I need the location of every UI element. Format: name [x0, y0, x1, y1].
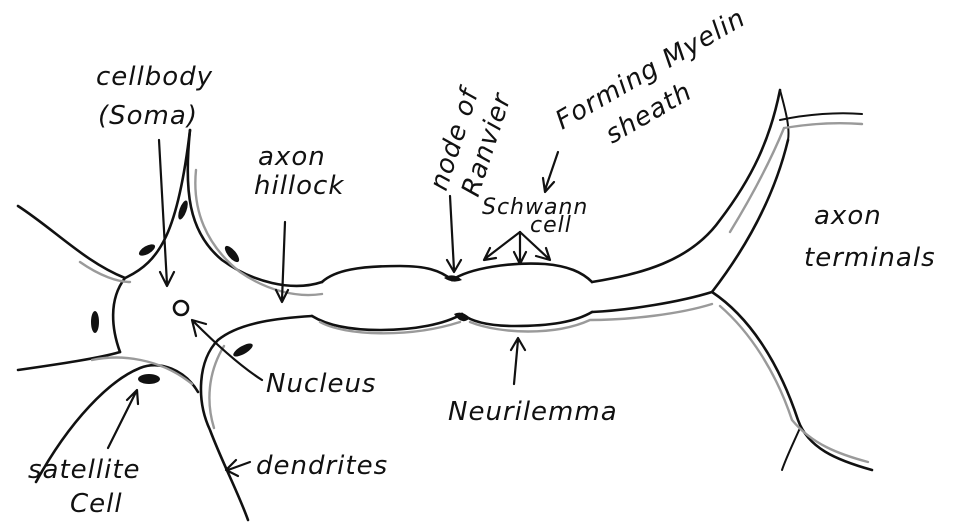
- label-axon-terminals-line2: terminals: [804, 243, 936, 273]
- soma-lower-edge: [201, 316, 312, 520]
- node-of-ranvier-bottom-mark: [454, 313, 470, 322]
- arrow-neurilemma: [511, 338, 525, 384]
- label-axon-terminals-line1: axon: [814, 201, 882, 231]
- shade-lower-terminal: [720, 306, 868, 462]
- label-cellbody-line2: (Soma): [98, 101, 198, 131]
- satellite-nucleus-5: [231, 341, 254, 359]
- label-nucleus: Nucleus: [266, 369, 376, 399]
- arrow-satellite: [108, 390, 138, 448]
- shade-soma-lower: [209, 346, 224, 428]
- lower-terminal-twig: [782, 428, 800, 470]
- myelin-segment-2-bottom: [462, 312, 592, 326]
- shade-dendrite-upper: [80, 262, 130, 282]
- label-cellbody-line1: cellbody: [96, 62, 213, 92]
- label-satellite-line1: satellite: [28, 455, 141, 485]
- dendrite-left-stub: [18, 352, 120, 370]
- label-axon-hillock-line1: axon: [258, 142, 326, 172]
- soma-nucleus: [174, 301, 188, 315]
- label-axon-hillock-line2: hillock: [254, 171, 344, 201]
- dendrite-upper-left: [18, 130, 190, 278]
- shade-axon-bottom-2: [470, 304, 712, 332]
- arrow-node-of-ranvier: [447, 196, 461, 272]
- arrow-schwann-left: [484, 232, 520, 260]
- arrow-cellbody: [159, 140, 174, 286]
- satellite-nucleus-4: [91, 311, 99, 333]
- myelin-segment-1-top: [322, 266, 452, 282]
- soma-left-edge: [113, 278, 125, 352]
- label-schwann-line2: cell: [530, 213, 572, 238]
- label-neurilemma: Neurilemma: [448, 397, 618, 427]
- upper-terminal-twig: [780, 113, 862, 120]
- satellite-nucleus-6: [138, 374, 160, 384]
- label-dendrites: dendrites: [256, 451, 388, 481]
- myelin-segment-2-top: [452, 264, 592, 282]
- labels: cellbody (Soma) axon hillock node of Ran…: [28, 3, 936, 519]
- label-satellite-line2: Cell: [70, 489, 123, 519]
- arrow-myelin: [543, 152, 558, 192]
